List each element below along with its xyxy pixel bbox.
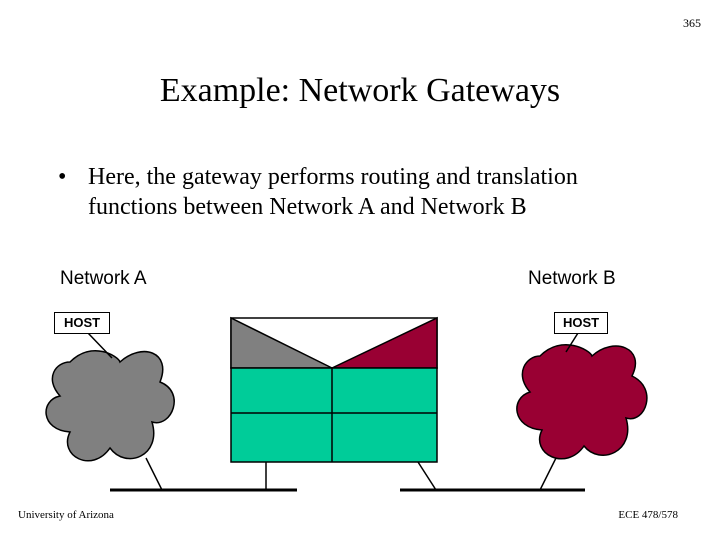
footer-institution: University of Arizona [18, 509, 114, 521]
gateway-device [230, 316, 438, 463]
slide-title: Example: Network Gateways [159, 72, 561, 109]
host-a-box: HOST [54, 312, 110, 334]
network-a-cloud-drop [145, 457, 163, 491]
host-b-link [565, 332, 579, 353]
bullet-point: • Here, the gateway performs routing and… [58, 162, 658, 222]
host-b-box: HOST [554, 312, 608, 334]
page-number: 365 [683, 16, 701, 30]
network-a-cloud [45, 350, 175, 462]
network-a-label: Network A [60, 268, 147, 289]
bullet-marker: • [58, 164, 67, 190]
network-b-cloud-drop [539, 457, 557, 491]
gateway-drop-b [417, 461, 437, 491]
gateway-body [230, 367, 438, 463]
network-b-label: Network B [528, 268, 616, 289]
host-a-link [87, 332, 113, 359]
footer-course: ECE 478/578 [618, 509, 678, 521]
bullet-text: Here, the gateway performs routing and t… [88, 164, 578, 220]
network-b-cloud [516, 344, 648, 460]
